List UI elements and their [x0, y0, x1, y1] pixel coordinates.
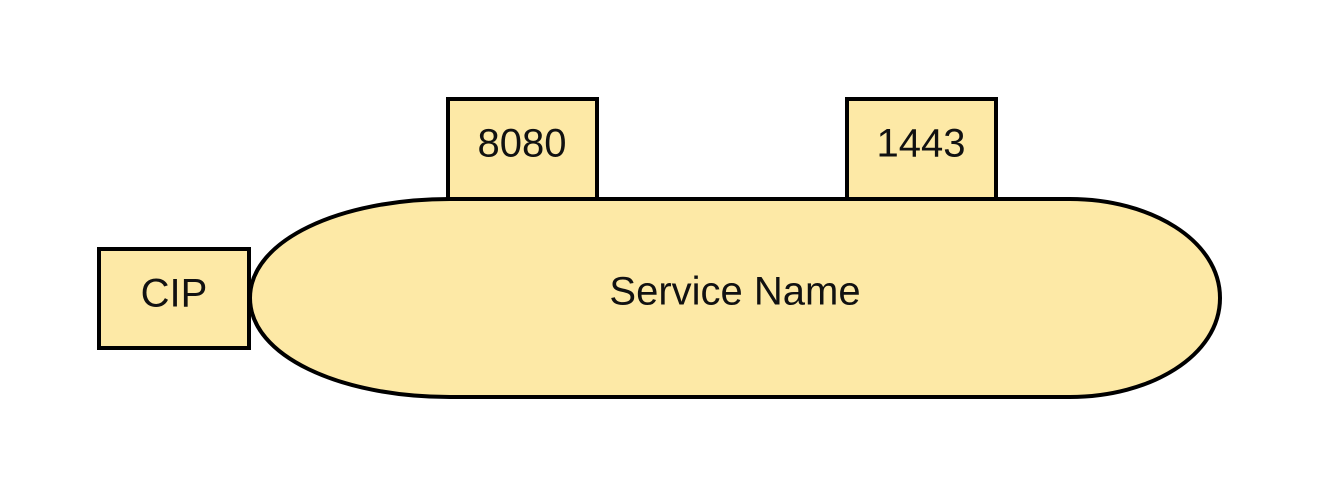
service-name-label: Service Name	[609, 270, 860, 314]
port-box-8080: 8080	[446, 97, 599, 202]
port-box-1443: 1443	[845, 97, 998, 202]
cluster-ip-box: CIP	[97, 247, 251, 350]
service-node: Service Name	[247, 197, 1223, 399]
cluster-ip-label: CIP	[141, 272, 208, 316]
port-label-1443: 1443	[877, 122, 966, 166]
port-label-8080: 8080	[478, 122, 567, 166]
